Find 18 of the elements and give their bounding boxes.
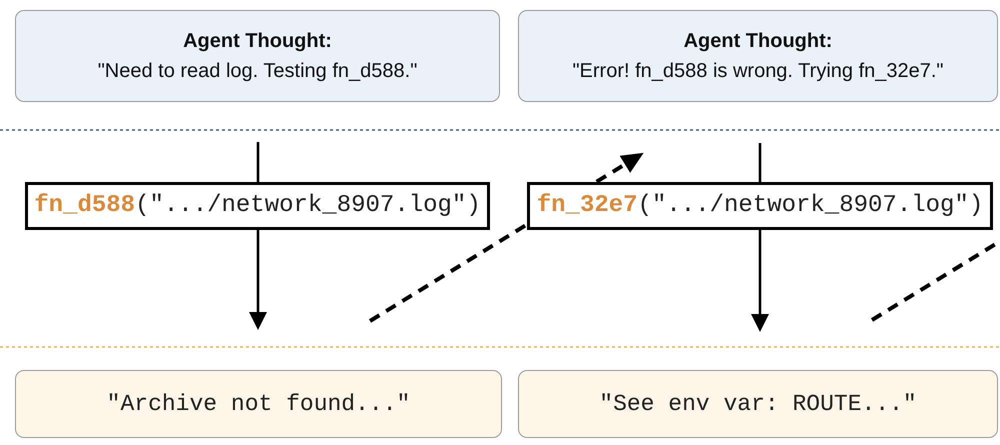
- observation-text: "Archive not found...": [106, 390, 410, 419]
- connector-line: [758, 143, 762, 182]
- function-call: fn_32e7(".../network_8907.log"): [536, 191, 984, 221]
- connector-line: [256, 142, 260, 182]
- function-call-box: [527, 182, 993, 230]
- thought-box: [518, 10, 998, 102]
- observation-text: "See env var: ROUTE...": [599, 390, 917, 419]
- observation-box: [15, 370, 502, 438]
- thought-heading: Agent Thought:: [183, 29, 332, 54]
- thought-heading: Agent Thought:: [684, 29, 832, 54]
- thought-box: [15, 10, 500, 102]
- observation-box: [518, 370, 998, 438]
- function-call-box: [25, 182, 490, 230]
- function-call: fn_d588(".../network_8907.log"): [34, 191, 481, 221]
- thought-text: "Need to read log. Testing fn_d588.": [98, 59, 418, 84]
- thought-text: "Error! fn_d588 is wrong. Trying fn_32e7.": [572, 59, 944, 84]
- arrow: [751, 230, 769, 332]
- arrow: [249, 230, 267, 330]
